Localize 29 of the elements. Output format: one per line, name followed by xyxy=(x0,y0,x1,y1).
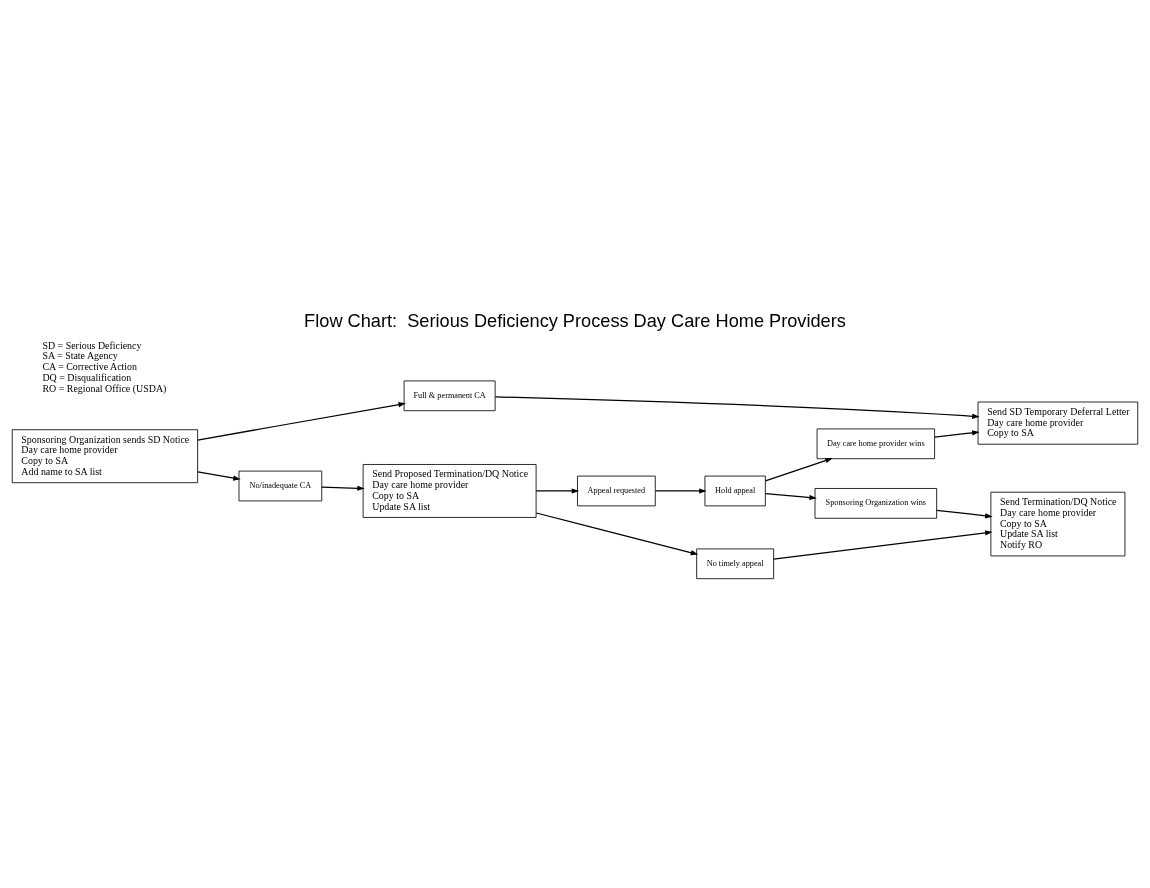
arrow xyxy=(934,430,980,438)
node-box: Hold appeal xyxy=(704,475,766,507)
label: CA = Corrective Action xyxy=(42,361,138,373)
node-box: Appeal requested xyxy=(577,475,656,507)
arrow xyxy=(535,488,580,494)
node-box: Day care home provider wins xyxy=(816,428,935,460)
arrow xyxy=(654,488,707,494)
diagram-title: Flow Chart: Serious Deficiency Process Day Care Home Providers xyxy=(304,311,846,332)
node-box: Sponsoring Organization wins xyxy=(814,488,938,519)
arrow xyxy=(535,512,699,556)
node-box: Send SD Temporary Deferral Letter Day care home provider Copy to SA xyxy=(977,401,1139,445)
label: SA = State Agency xyxy=(42,350,118,362)
node-box: Send Termination/DQ Notice Day care home provider Copy to SA Update SA list Notify RO xyxy=(990,491,1126,557)
arrow xyxy=(197,402,406,441)
node-box: Full & permanent CA xyxy=(403,380,496,412)
arrow xyxy=(764,493,817,501)
arrow xyxy=(197,471,241,481)
arrow xyxy=(321,485,365,491)
arrow xyxy=(494,396,980,419)
node-box: Send Proposed Termination/DQ Notice Day care home provider Copy to SA Update SA list xyxy=(362,464,537,518)
label: RO = Regional Office (USDA) xyxy=(42,382,167,394)
arrow xyxy=(936,509,993,519)
arrow xyxy=(773,530,993,560)
node-box: No timely appeal xyxy=(696,548,775,580)
arrow xyxy=(764,458,833,482)
label: SD = Serious Deficiency xyxy=(42,339,142,351)
node-box: No/inadequate CA xyxy=(238,470,323,502)
node-box: Sponsoring Organization sends SD Notice Day care home provider Copy to SA Add name to SA list xyxy=(11,429,199,484)
label: DQ = Disqualification xyxy=(42,371,132,383)
